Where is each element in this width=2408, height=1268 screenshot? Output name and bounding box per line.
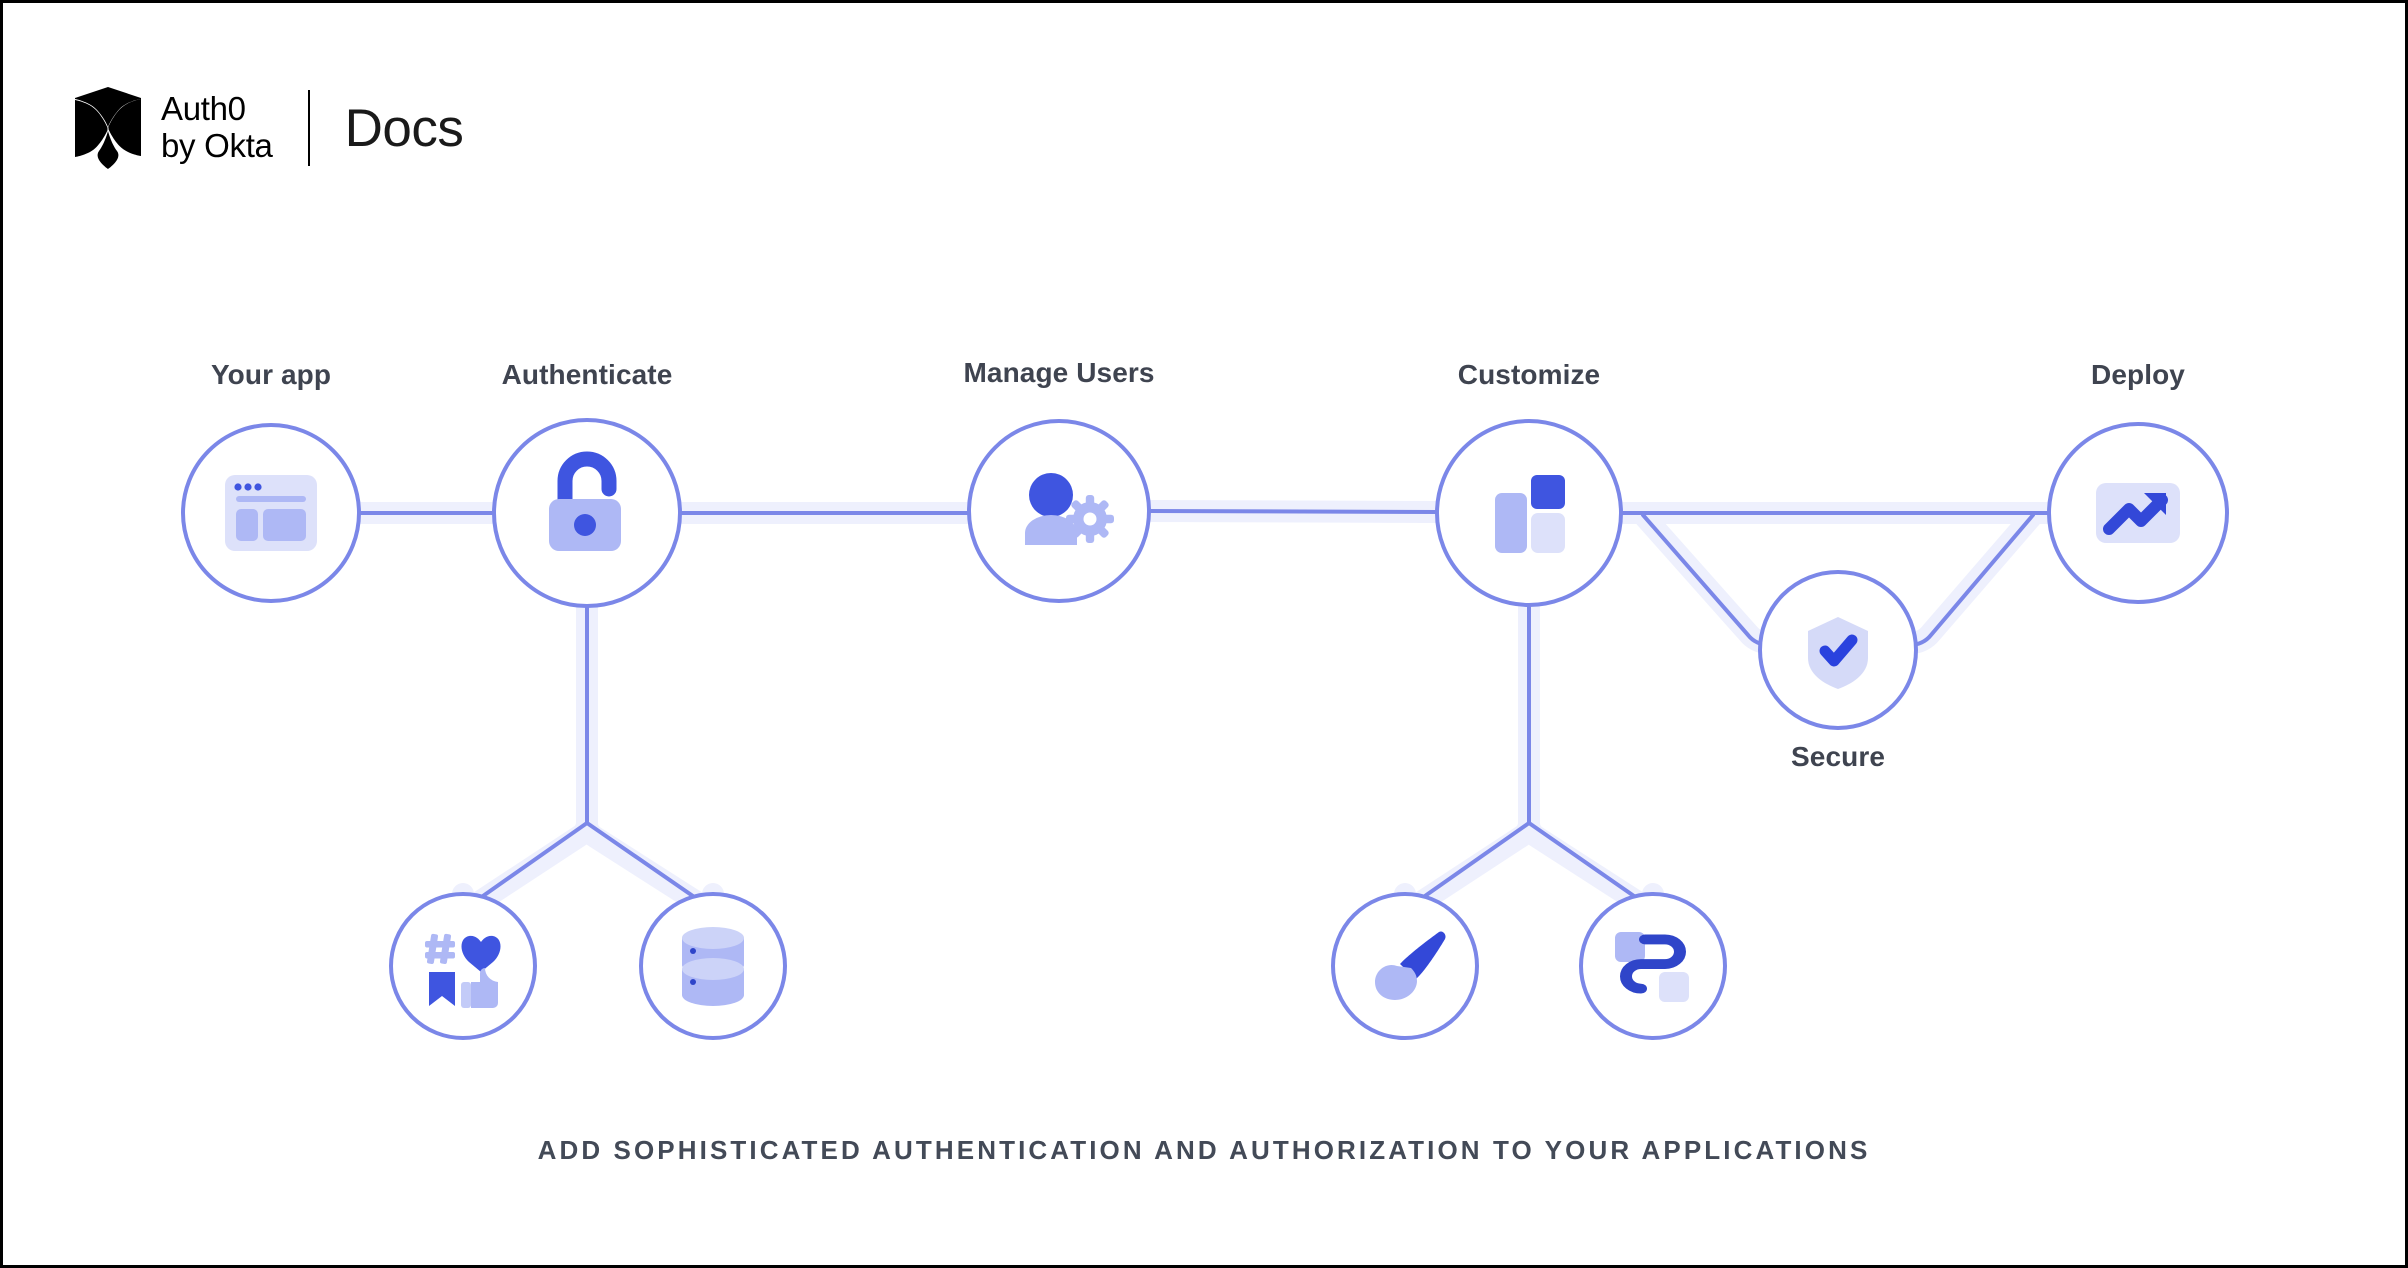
node-authenticate[interactable] (492, 418, 682, 608)
node-database[interactable] (639, 892, 787, 1040)
node-label-customize: Customize (1457, 359, 1601, 390)
brand-wordmark: Auth0 by Okta (161, 90, 273, 165)
node-deploy[interactable] (2047, 422, 2229, 604)
node-branding[interactable] (1331, 892, 1479, 1040)
browser-window-icon (225, 475, 317, 551)
connector-manage-users-customize (1147, 509, 1439, 514)
node-manage-users[interactable] (967, 419, 1151, 603)
brand-name-line2: by Okta (161, 127, 273, 164)
trending-up-icon (2096, 483, 2180, 543)
node-circle[interactable] (1435, 419, 1623, 607)
database-icon (682, 927, 744, 1006)
brand-header[interactable]: Auth0 by Okta Docs (75, 85, 464, 171)
node-label-authenticate: Authenticate (501, 359, 673, 390)
flow-diagram-canvas (181, 418, 2229, 1040)
node-flows[interactable] (1579, 892, 1727, 1040)
brand-section-title: Docs (344, 98, 464, 158)
node-label-manage-users: Manage Users (963, 357, 1155, 388)
auth0-shield-logo-icon (75, 87, 141, 169)
flow-diagram: Your app Authenticate Manage Users Custo… (3, 303, 2405, 1103)
brand-name-line1: Auth0 (161, 90, 246, 128)
node-label-deploy: Deploy (2091, 359, 2185, 390)
node-circle[interactable] (389, 892, 537, 1040)
diagram-caption: ADD SOPHISTICATED AUTHENTICATION AND AUT… (537, 1135, 1871, 1165)
node-label-secure: Secure (1791, 741, 1885, 772)
node-customize[interactable] (1435, 419, 1623, 607)
node-secure[interactable] (1758, 570, 1918, 730)
node-social[interactable] (389, 892, 537, 1040)
brand-divider (307, 90, 310, 166)
node-your-app[interactable] (181, 423, 361, 603)
node-label-your-app: Your app (210, 359, 332, 390)
